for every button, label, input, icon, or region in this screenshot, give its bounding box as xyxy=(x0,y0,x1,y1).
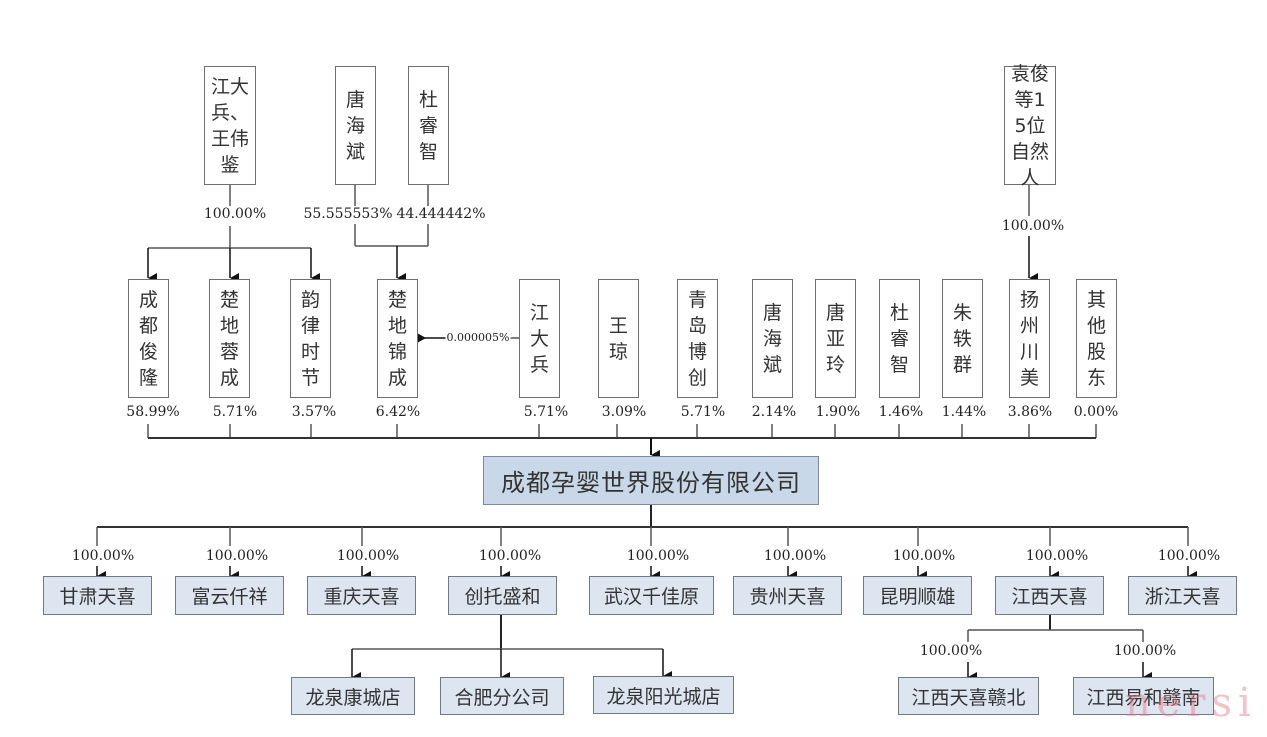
holder-pct-tang-haibin-top: 55.555553% xyxy=(302,206,394,222)
sub-subsidiary-pct: 100.00% xyxy=(918,643,984,659)
shareholder-pct: 3.57% xyxy=(290,404,338,420)
subsidiary-name: 浙江天喜 xyxy=(1144,586,1221,608)
holder-pct-du-ruizhi-top: 44.444442% xyxy=(395,206,487,222)
subsidiary-box[interactable]: 富云仟祥 xyxy=(175,576,284,615)
shareholder-name: 楚地蓉成 xyxy=(219,288,239,389)
sub-subsidiary-box[interactable]: 江西易和赣南 xyxy=(1073,677,1214,715)
holder-name: 江大兵、王伟鉴 xyxy=(210,75,249,176)
holder-box-tang-haibin-top[interactable]: 唐海斌 xyxy=(335,66,376,185)
shareholder-pct: 1.44% xyxy=(940,404,988,420)
sub-subsidiary-pct: 100.00% xyxy=(1112,643,1178,659)
sub-subsidiary-box[interactable]: 江西天喜赣北 xyxy=(898,677,1039,715)
watermark: nersi xyxy=(1125,680,1257,726)
branch-box[interactable]: 龙泉阳光城店 xyxy=(593,676,734,714)
shareholder-box[interactable]: 杜睿智 xyxy=(879,279,920,398)
shareholder-name: 成都俊隆 xyxy=(138,288,158,389)
subsidiary-name: 富云仟祥 xyxy=(191,586,268,608)
subsidiary-name: 重庆天喜 xyxy=(323,586,400,608)
shareholder-name: 唐海斌 xyxy=(762,301,782,376)
shareholder-name: 楚地锦成 xyxy=(387,288,407,389)
shareholder-pct: 1.90% xyxy=(814,404,862,420)
holder-name: 袁俊等15位自然人 xyxy=(1010,62,1049,189)
shareholder-name: 杜睿智 xyxy=(889,301,909,376)
branch-name: 合肥分公司 xyxy=(454,686,550,709)
shareholder-name: 王琼 xyxy=(608,314,628,363)
shareholder-name: 江大兵 xyxy=(529,301,549,376)
branch-name: 龙泉阳光城店 xyxy=(606,685,721,708)
subsidiary-box[interactable]: 贵州天喜 xyxy=(733,576,842,615)
shareholder-pct: 58.99% xyxy=(125,404,181,420)
shareholder-box[interactable]: 成都俊隆 xyxy=(128,279,169,398)
subsidiary-name: 创托盛和 xyxy=(464,586,541,608)
shareholder-name: 扬州川美 xyxy=(1019,288,1039,389)
shareholder-box[interactable]: 朱轶群 xyxy=(942,279,983,398)
subsidiary-name: 昆明顺雄 xyxy=(879,586,956,608)
subsidiary-pct: 100.00% xyxy=(625,548,691,564)
shareholder-pct: 6.42% xyxy=(374,404,422,420)
subsidiary-name: 武汉千佳原 xyxy=(603,586,699,608)
side-link-pct: 0.000005% xyxy=(445,331,511,344)
subsidiary-name: 甘肃天喜 xyxy=(59,586,136,608)
subsidiary-box[interactable]: 浙江天喜 xyxy=(1128,576,1237,615)
shareholder-name: 其他股东 xyxy=(1086,288,1106,389)
subsidiary-pct: 100.00% xyxy=(762,548,828,564)
subsidiary-pct: 100.00% xyxy=(70,548,136,564)
branch-box[interactable]: 合肥分公司 xyxy=(440,677,564,715)
subsidiary-box[interactable]: 昆明顺雄 xyxy=(863,576,972,615)
subsidiary-box[interactable]: 江西天喜 xyxy=(995,576,1104,615)
shareholder-box[interactable]: 唐亚玲 xyxy=(815,279,856,398)
holder-name: 杜睿智 xyxy=(418,88,438,163)
subsidiary-name: 贵州天喜 xyxy=(749,586,826,608)
shareholder-name: 青岛博创 xyxy=(687,288,707,389)
subsidiary-box[interactable]: 创托盛和 xyxy=(448,576,557,615)
shareholder-pct: 2.14% xyxy=(750,404,798,420)
subsidiary-box[interactable]: 甘肃天喜 xyxy=(43,576,152,615)
company-name: 成都孕婴世界股份有限公司 xyxy=(501,469,801,497)
shareholder-box[interactable]: 扬州川美 xyxy=(1009,279,1050,398)
holder-pct-jiang-wang: 100.00% xyxy=(202,206,268,222)
shareholder-name: 韵律时节 xyxy=(300,288,320,389)
holder-box-du-ruizhi-top[interactable]: 杜睿智 xyxy=(408,66,449,185)
shareholder-box[interactable]: 江大兵 xyxy=(519,279,560,398)
branch-box[interactable]: 龙泉康城店 xyxy=(291,677,415,715)
shareholder-pct: 5.71% xyxy=(522,404,570,420)
subsidiary-box[interactable]: 重庆天喜 xyxy=(307,576,416,615)
holder-pct-yuan-jun-15: 100.00% xyxy=(1000,218,1066,234)
company-box[interactable]: 成都孕婴世界股份有限公司 xyxy=(483,456,819,505)
holder-name: 唐海斌 xyxy=(345,88,365,163)
holder-box-yuan-jun-15[interactable]: 袁俊等15位自然人 xyxy=(1004,63,1056,189)
subsidiary-pct: 100.00% xyxy=(891,548,957,564)
shareholder-box[interactable]: 楚地蓉成 xyxy=(209,279,250,398)
subsidiary-pct: 100.00% xyxy=(1024,548,1090,564)
shareholder-name: 唐亚玲 xyxy=(825,301,845,376)
subsidiary-pct: 100.00% xyxy=(335,548,401,564)
subsidiary-pct: 100.00% xyxy=(477,548,543,564)
shareholder-pct: 3.09% xyxy=(600,404,648,420)
shareholder-pct: 3.86% xyxy=(1006,404,1054,420)
shareholder-pct: 5.71% xyxy=(679,404,727,420)
shareholder-pct: 5.71% xyxy=(211,404,259,420)
subsidiary-pct: 100.00% xyxy=(1156,548,1222,564)
shareholder-pct: 1.46% xyxy=(877,404,925,420)
shareholder-pct: 0.00% xyxy=(1072,404,1120,420)
shareholder-box[interactable]: 唐海斌 xyxy=(752,279,793,398)
sub-subsidiary-name: 江西易和赣南 xyxy=(1086,686,1201,709)
shareholder-box[interactable]: 王琼 xyxy=(598,279,639,398)
holder-box-jiang-wang[interactable]: 江大兵、王伟鉴 xyxy=(204,66,256,185)
subsidiary-pct: 100.00% xyxy=(204,548,270,564)
shareholder-box[interactable]: 韵律时节 xyxy=(290,279,331,398)
shareholder-box[interactable]: 青岛博创 xyxy=(677,279,718,398)
subsidiary-box[interactable]: 武汉千佳原 xyxy=(589,576,714,615)
branch-name: 龙泉康城店 xyxy=(305,686,401,709)
shareholder-box[interactable]: 楚地锦成 xyxy=(377,279,418,398)
shareholder-name: 朱轶群 xyxy=(952,301,972,376)
shareholder-box[interactable]: 其他股东 xyxy=(1076,279,1117,398)
subsidiary-name: 江西天喜 xyxy=(1011,586,1088,608)
sub-subsidiary-name: 江西天喜赣北 xyxy=(911,686,1026,709)
